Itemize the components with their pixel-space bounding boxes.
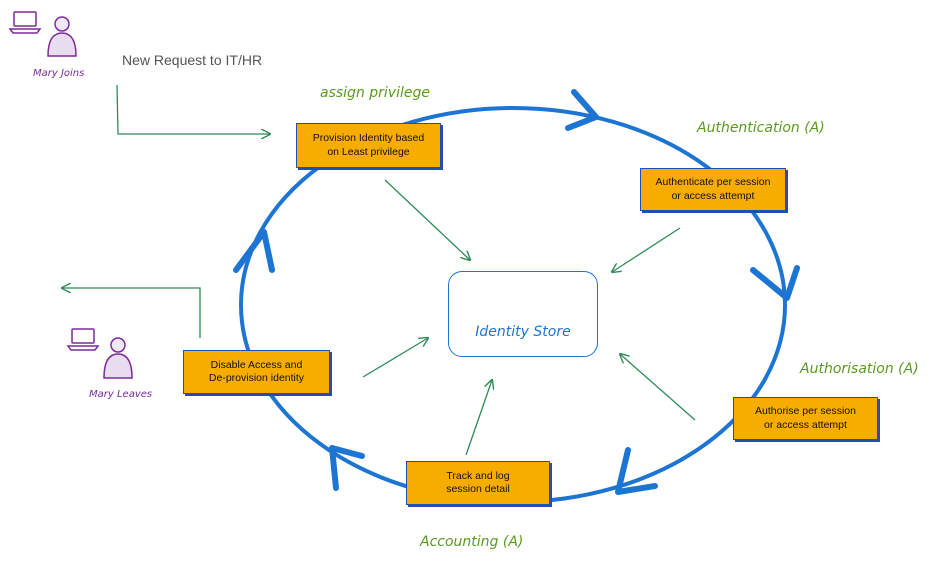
arrow-to-store — [612, 227, 681, 272]
person-icon — [47, 16, 77, 57]
person-leaves-group — [66, 328, 133, 379]
track-log-text: Track and log session detail — [446, 469, 510, 495]
provision-identity-text: Provision Identity based on Least privil… — [312, 132, 425, 158]
provision-identity-box: Provision Identity based on Least privil… — [296, 123, 441, 168]
person-joins-label: Mary Joins — [33, 68, 85, 79]
person-leaves-label: Mary Leaves — [89, 389, 153, 400]
arrow-to-store — [362, 338, 428, 378]
cycle-arrowhead — [565, 89, 599, 131]
arrow-to-store — [465, 380, 492, 456]
request-connector — [116, 84, 270, 134]
cycle-arrowhead — [750, 265, 800, 301]
identity-store: Identity Store — [448, 271, 598, 357]
person-icon — [103, 337, 133, 379]
cycle-arrowhead — [233, 229, 275, 273]
phase-accounting-label: Accounting (A) — [420, 534, 524, 550]
authenticate-box: Authenticate per session or access attem… — [640, 168, 786, 211]
cycle-arrowhead — [329, 445, 365, 491]
arrow-to-store — [384, 179, 470, 260]
phase-assign-label: assign privilege — [320, 85, 430, 101]
cycle-arrowhead — [615, 447, 658, 495]
authorise-text: Authorise per session or access attempt — [755, 405, 856, 431]
phase-authentication-label: Authentication (A) — [697, 120, 825, 136]
phase-authorisation-label: Authorisation (A) — [800, 361, 919, 377]
disable-access-text: Disable Access and De-provision identity — [208, 358, 305, 384]
arrow-to-store — [620, 354, 696, 421]
laptop-icon — [66, 328, 100, 351]
track-log-box: Track and log session detail — [406, 461, 550, 505]
laptop-icon — [8, 11, 42, 34]
identity-store-label: Identity Store — [475, 324, 571, 340]
authorise-box: Authorise per session or access attempt — [733, 397, 878, 440]
leave-connector — [62, 288, 201, 338]
disable-access-box: Disable Access and De-provision identity — [183, 350, 330, 394]
authenticate-text: Authenticate per session or access attem… — [655, 176, 771, 202]
new-request-label: New Request to IT/HR — [122, 52, 263, 68]
person-joins-group — [8, 11, 77, 57]
